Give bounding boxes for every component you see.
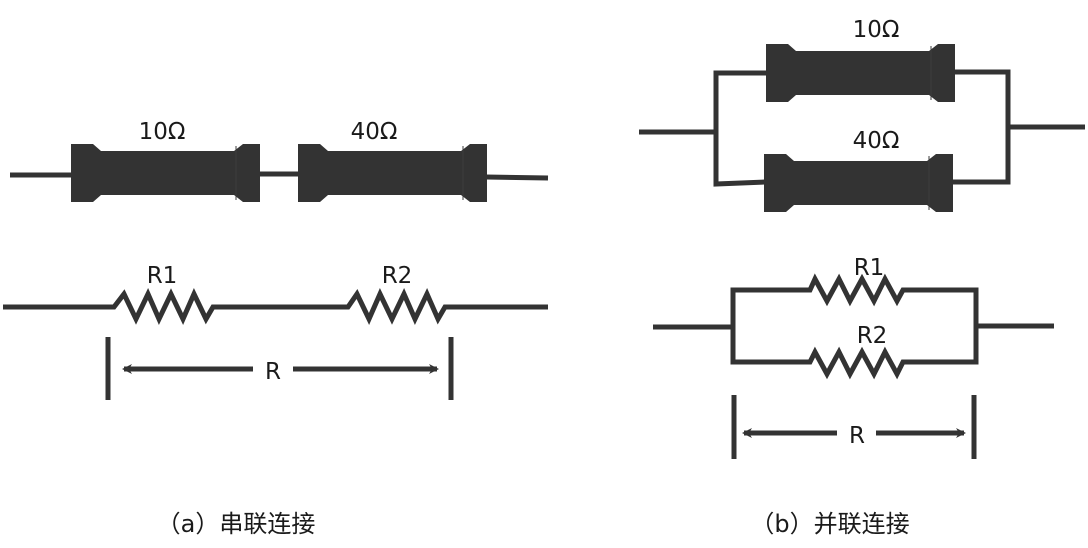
parallel-left-bus (713, 70, 767, 187)
parallel-resistor-1-value: 10Ω (853, 17, 900, 43)
series-schematic-wire-1 (3, 288, 548, 325)
parallel-right-bus (952, 69, 1011, 185)
parallel-schematic-branch-r2 (730, 327, 979, 380)
series-resistor-1-body (71, 144, 260, 202)
parallel-r2-label: R2 (857, 323, 888, 349)
parallel-resistor-2-body (764, 154, 953, 212)
resistor-body-shape (764, 154, 953, 212)
resistor-body-shape (71, 144, 260, 202)
series-physical: 10Ω 40Ω (10, 119, 549, 202)
series-resistor-2-body (298, 144, 487, 202)
parallel-schematic-branch-r1 (730, 273, 979, 327)
series-schematic: R1 R2 (3, 263, 548, 325)
resistor-body-shape (298, 144, 487, 202)
series-equivalent-dimension: R (105, 337, 454, 400)
series-resistor-1-value: 10Ω (139, 119, 186, 145)
series-r1-label: R1 (147, 263, 178, 289)
series-resistor-2-value: 40Ω (351, 119, 398, 145)
parallel-physical: 10Ω 40Ω (639, 17, 1085, 212)
series-r2-label: R2 (382, 263, 413, 289)
series-caption: （a）串联连接 (157, 510, 316, 538)
parallel-caption: （b）并联连接 (750, 510, 909, 538)
resistor-body-shape (766, 44, 955, 102)
parallel-r1-label: R1 (854, 255, 885, 281)
parallel-equivalent-label: R (849, 423, 865, 449)
series-equivalent-label: R (265, 359, 281, 385)
parallel-resistor-2-value: 40Ω (853, 128, 900, 154)
series-lead-right (485, 174, 549, 181)
parallel-schematic: R1 R2 (653, 255, 1054, 380)
parallel-equivalent-dimension: R (731, 395, 977, 459)
parallel-resistor-1-body (766, 44, 955, 102)
